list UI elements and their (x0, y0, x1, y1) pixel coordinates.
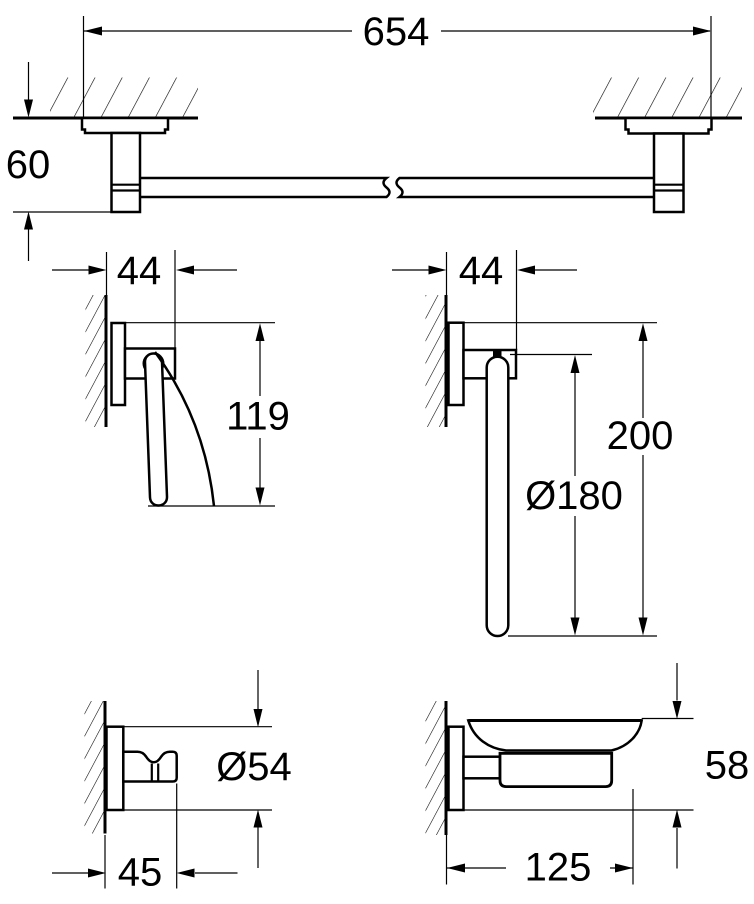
dim-label-towel-bar-length: 654 (363, 10, 430, 54)
wall-hatch-right (593, 77, 742, 118)
dish-holder (498, 751, 614, 788)
collar-left (112, 183, 140, 192)
backplate (110, 321, 127, 407)
wall-hatch (85, 295, 106, 427)
wall-hatch (84, 701, 105, 834)
bar-segment-left (139, 176, 391, 199)
paper-holder-figure: 44 119 (52, 249, 290, 507)
wall-hatch (425, 295, 446, 427)
collar-right (654, 183, 683, 192)
mount-post-right (652, 132, 685, 214)
dim-125-lines (445, 789, 634, 885)
dim-soap-dish-projection: 125 (445, 789, 634, 890)
arrowhead-right (615, 863, 633, 873)
dim-label-soap-dish-height: 58 (705, 744, 750, 788)
dim-label-soap-dish-projection: 125 (525, 846, 592, 890)
dim-paper-holder-height: 119 (123, 322, 290, 507)
dim-paper-holder-depth: 44 (52, 249, 237, 348)
wall-section-left (13, 77, 198, 120)
dim-60-lines (13, 62, 112, 261)
hook-body (122, 750, 178, 783)
arrowhead-up (255, 323, 265, 341)
dim-towel-bar-length: 654 (82, 10, 712, 117)
dim-45-lines (52, 783, 238, 889)
dim-robe-hook-diameter: Ø54 (106, 670, 292, 868)
dim-soap-dish-height: 58 (463, 663, 750, 869)
dim-654-lines (82, 16, 712, 117)
arrowhead-right (88, 265, 107, 275)
arrowhead-up (638, 323, 648, 341)
arrowhead-down (570, 617, 580, 636)
dim-58-lines (463, 663, 694, 869)
arrowhead-down (24, 99, 33, 118)
arrowhead-left (447, 863, 465, 873)
arrowhead-up (24, 211, 33, 230)
towel-bar-figure: 654 60 (6, 10, 742, 261)
mount-flange-right (624, 116, 713, 135)
arrowhead-right (693, 26, 711, 36)
arrowhead-left (517, 265, 535, 275)
towel-ring-figure: 44 200 Ø180 (392, 249, 674, 638)
dim-towel-ring-depth: 44 (392, 249, 577, 350)
arrowhead-left (84, 26, 102, 36)
dim-label-paper-holder-depth: 44 (117, 249, 162, 293)
hook-tip-lines (150, 763, 160, 781)
dim-towel-bar-height: 60 (6, 62, 112, 261)
dim-label-towel-ring-depth: 44 (459, 249, 504, 293)
dim-200-lines (448, 322, 657, 637)
dim-119-lines (123, 322, 275, 507)
arrowhead-up (672, 809, 682, 828)
arrowhead-down (253, 709, 263, 728)
dim-44-lines (392, 250, 577, 350)
dim-54-lines (106, 670, 272, 868)
dim-label-towel-bar-height: 60 (6, 143, 51, 187)
wall-section-right (593, 77, 742, 120)
guard-curve (153, 351, 216, 507)
mount-flange-left (80, 116, 170, 135)
mount-post-left (110, 131, 142, 214)
wall-hatch-left (50, 77, 198, 118)
dim-robe-hook-projection: 45 (52, 783, 238, 895)
arrowhead-down (672, 701, 682, 719)
arrowhead-down (255, 487, 265, 506)
soap-dish-figure: 58 125 (425, 663, 750, 890)
soap-dish-bowl (466, 719, 644, 752)
arrowhead-up (570, 355, 580, 373)
dim-180-lines (510, 353, 592, 618)
arrowhead-right (428, 265, 447, 275)
arrowhead-left (176, 868, 195, 878)
ring-pivot-nub (493, 350, 502, 358)
dim-label-robe-hook-projection: 45 (118, 851, 163, 895)
arrowhead-down (638, 617, 648, 636)
dim-towel-ring-diameter: Ø180 (510, 353, 623, 636)
arrowhead-right (88, 868, 106, 878)
backplate (105, 725, 125, 812)
dim-label-paper-holder-height: 119 (226, 395, 290, 439)
dim-towel-ring-height: 200 (448, 322, 674, 637)
dim-label-robe-hook-diameter: Ø54 (216, 745, 292, 789)
towel-ring-loop (485, 355, 510, 638)
bar-segment-right (395, 176, 657, 199)
robe-hook-figure: Ø54 45 (52, 670, 292, 895)
backplate (447, 321, 465, 407)
holder-arm (143, 352, 169, 507)
support-arm (462, 755, 502, 780)
dim-44-lines (52, 250, 237, 348)
wall-hatch (425, 701, 446, 835)
dim-label-towel-ring-height: 200 (607, 414, 674, 458)
arrowhead-up (253, 809, 263, 828)
arrowhead-left (176, 265, 194, 275)
backplate (447, 725, 465, 812)
dim-label-towel-ring-diameter: Ø180 (525, 474, 623, 518)
